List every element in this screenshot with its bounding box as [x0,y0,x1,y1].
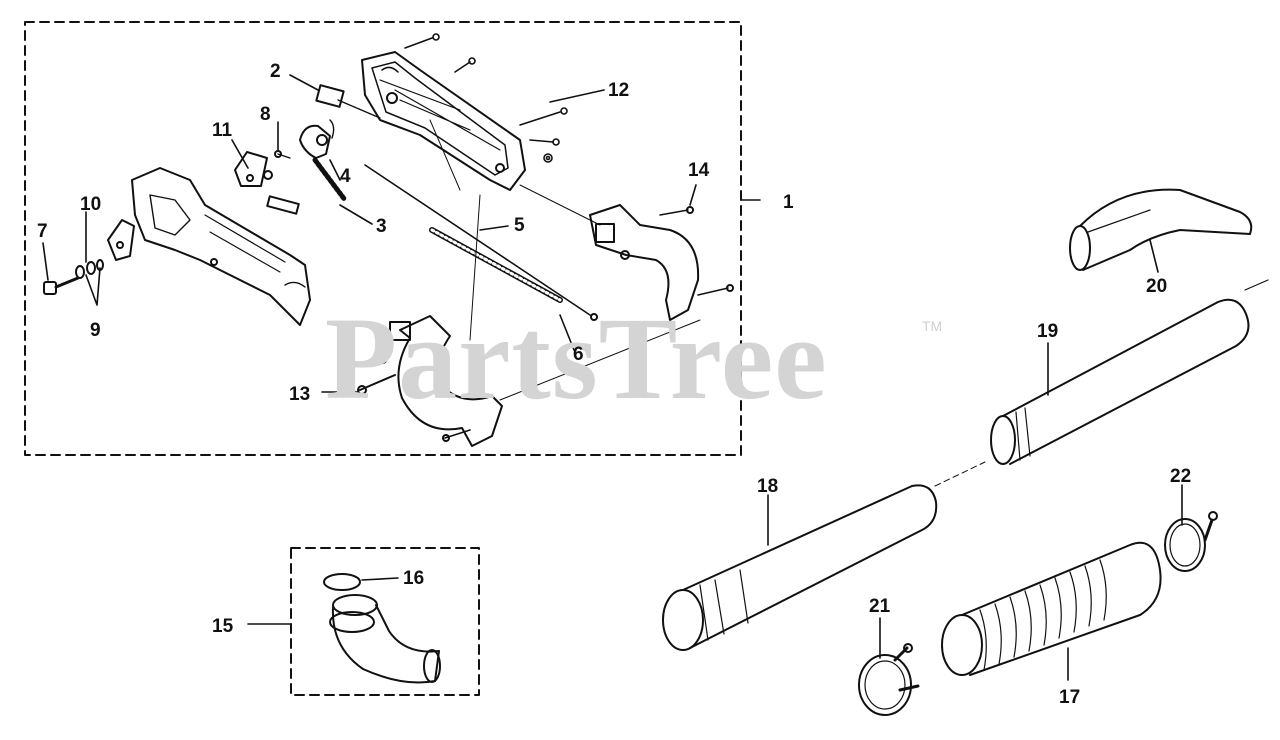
part-22-hose-clamp [1164,511,1218,572]
part-12-handle-frame [361,51,526,191]
part-19-tube [990,279,1269,465]
callout-8: 8 [260,104,271,125]
part-10-bracket [107,219,135,261]
part-21-hose-clamp [858,643,920,716]
assembly-1-box [24,21,742,456]
watermark-tm: TM [922,318,943,334]
callout-15: 15 [212,616,234,637]
leader-lines [42,74,1183,681]
watermark: PartsTree [325,293,828,424]
callout-10: 10 [80,194,102,215]
callout-3: 3 [376,216,387,237]
callout-6: 6 [573,344,584,365]
part-13-lower-clamp [357,315,503,447]
part-17-flex-hose [941,541,1162,676]
part-7-bolt [43,276,80,295]
callout-17: 17 [1059,687,1081,708]
callout-4: 4 [340,166,351,187]
callout-16: 16 [403,568,425,589]
assembly-lines [429,119,701,401]
screws-12 [404,33,568,163]
callout-1: 1 [783,192,794,213]
part-3-spring [312,157,348,203]
part-11-lever [234,151,273,187]
callout-20: 20 [1146,276,1168,297]
callout-2: 2 [270,61,281,82]
assembly-15-box [290,547,480,696]
callout-5: 5 [514,215,525,236]
part-16-gasket [323,573,361,591]
part-20-nozzle [1069,188,1253,271]
callout-14: 14 [688,160,710,181]
part-5-cable [364,164,598,321]
part-18-tube [662,461,986,651]
callout-11: 11 [212,120,233,141]
callout-12: 12 [608,80,630,101]
callout-19: 19 [1037,321,1059,342]
part-9-washers [75,259,104,279]
callout-22: 22 [1170,466,1192,487]
callout-13: 13 [289,384,311,405]
part-15-elbow [329,594,441,684]
callout-18: 18 [757,476,779,497]
callout-21: 21 [869,596,891,617]
part-8-screw [274,150,291,159]
part-14-clamp [589,204,734,321]
left-handle-housing [131,167,311,326]
callout-9: 9 [90,320,101,341]
part-4-trigger [299,119,335,159]
part-2-switch [315,84,381,119]
callout-7: 7 [37,221,48,242]
